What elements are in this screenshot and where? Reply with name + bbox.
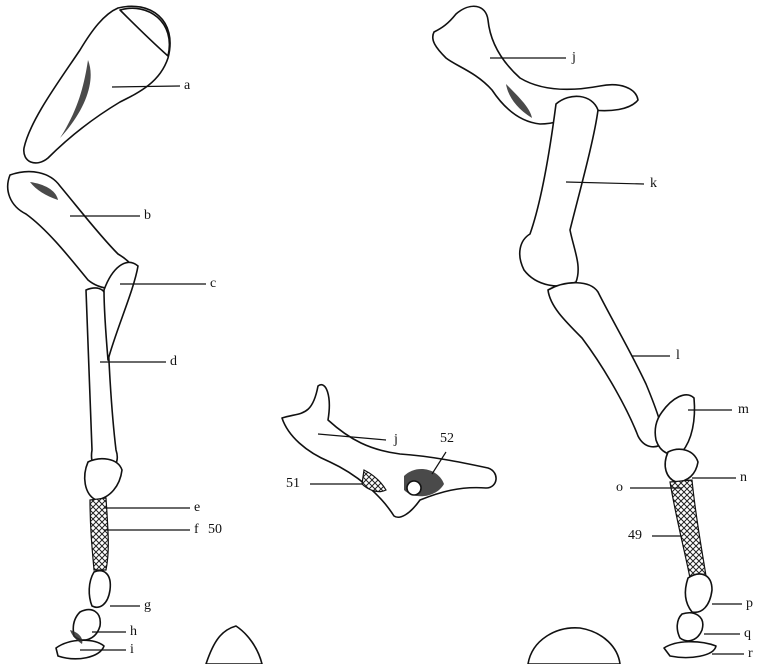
label-k: k xyxy=(650,177,657,191)
right-phalanx-1 xyxy=(685,574,712,612)
label-n: n xyxy=(740,471,747,485)
right-tarsals xyxy=(665,449,698,482)
label-49: 49 xyxy=(628,529,642,543)
bottom-right-fragment xyxy=(528,628,620,664)
label-m: m xyxy=(738,403,749,417)
label-52: 52 xyxy=(440,432,454,446)
label-h: h xyxy=(130,625,137,639)
label-e: e xyxy=(194,501,200,515)
acetabulum-socket xyxy=(407,481,421,495)
label-j-mid: j xyxy=(394,433,398,447)
right-phalanx-2 xyxy=(677,613,703,641)
middle-pelvis xyxy=(282,385,496,517)
label-50: 50 xyxy=(208,523,222,537)
label-o: o xyxy=(616,481,623,495)
bottom-left-fragment xyxy=(206,626,262,664)
label-a: a xyxy=(184,79,190,93)
right-femur xyxy=(520,96,598,286)
label-p: p xyxy=(746,597,753,611)
left-ulna xyxy=(104,262,138,360)
right-hoof xyxy=(664,642,716,658)
right-limb xyxy=(433,6,716,657)
right-hock xyxy=(655,395,694,455)
label-i: i xyxy=(130,643,134,657)
left-phalanx-1 xyxy=(89,571,110,607)
label-l: l xyxy=(676,349,680,363)
label-d: d xyxy=(170,355,177,369)
left-carpals xyxy=(85,459,122,500)
label-c: c xyxy=(210,277,216,291)
label-51: 51 xyxy=(286,477,300,491)
right-pelvis xyxy=(433,6,638,124)
label-f: f xyxy=(194,523,199,537)
middle-bone xyxy=(282,385,496,517)
label-g: g xyxy=(144,599,151,613)
label-j-top: j xyxy=(572,51,576,65)
left-limb xyxy=(8,6,170,659)
label-q: q xyxy=(744,627,751,641)
right-tibia xyxy=(548,283,664,447)
left-metacarpal xyxy=(90,498,108,570)
right-metatarsal xyxy=(670,480,706,578)
label-r: r xyxy=(748,647,753,661)
label-b: b xyxy=(144,209,151,223)
